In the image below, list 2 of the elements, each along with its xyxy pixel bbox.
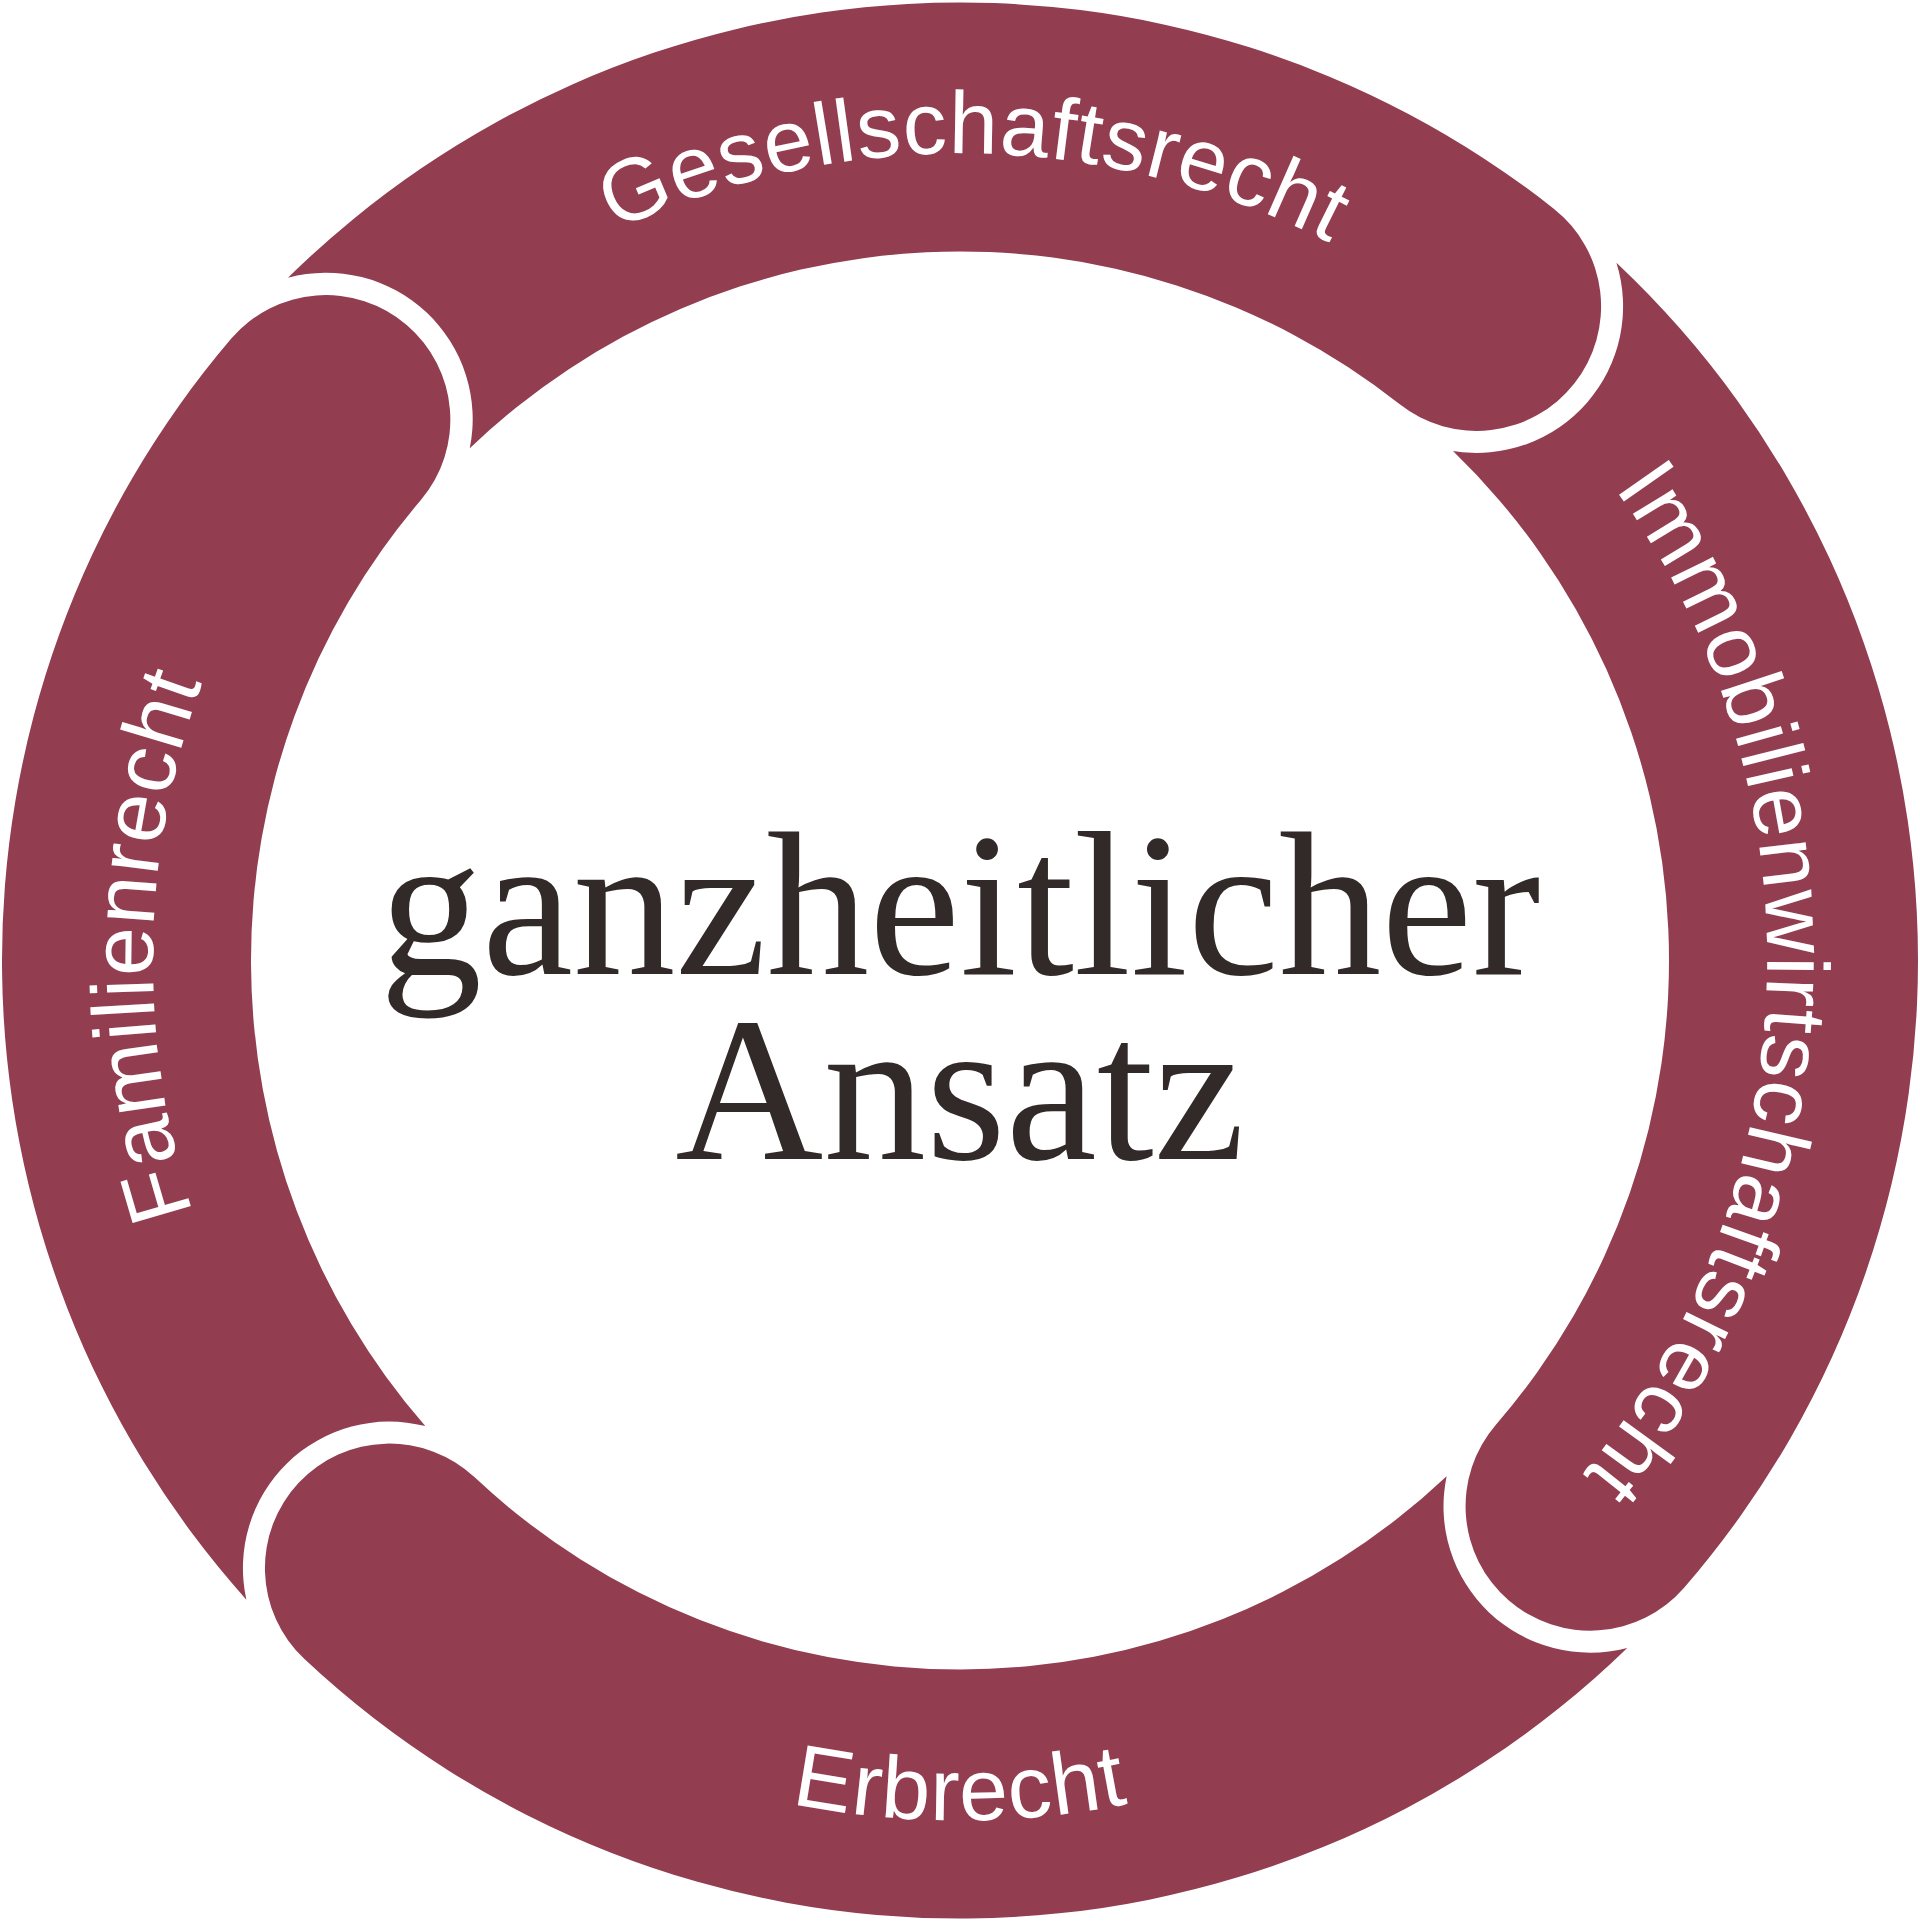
band-label: Erbrecht bbox=[787, 1725, 1133, 1840]
center-heading: ganzheitlicher Ansatz bbox=[379, 812, 1541, 1182]
